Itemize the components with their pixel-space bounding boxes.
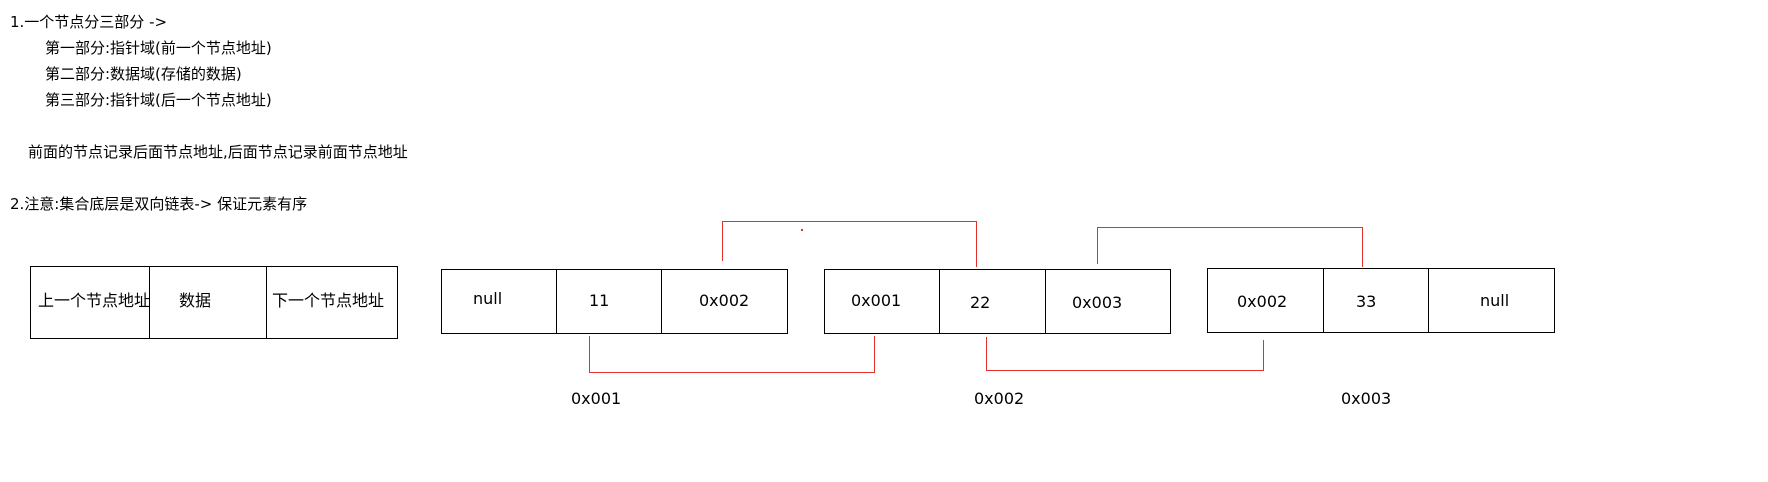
node-1: null 11 0x002 — [441, 269, 788, 334]
node-2-next: 0x003 — [1072, 293, 1123, 312]
note-part-3: 第三部分:指针域(后一个节点地址) — [45, 91, 272, 109]
node-2-address: 0x002 — [974, 389, 1025, 408]
note-explain: 前面的节点记录后面节点地址,后面节点记录前面节点地址 — [28, 143, 408, 161]
node-1-prev-cell: null — [442, 270, 556, 333]
node-1-data: 11 — [589, 291, 610, 310]
legend-data-label: 数据 — [179, 291, 212, 310]
node-3-prev: 0x002 — [1237, 292, 1288, 311]
legend-next-cell: 下一个节点地址 — [266, 267, 397, 338]
node-1-address: 0x001 — [571, 389, 622, 408]
legend-next-label: 下一个节点地址 — [272, 291, 385, 310]
legend-node-box: 上一个节点地址 数据 下一个节点地址 — [30, 266, 398, 339]
node-2: 0x001 22 0x003 — [824, 269, 1171, 334]
node-2-prev-cell: 0x001 — [825, 270, 939, 333]
node-3-next: null — [1480, 291, 1510, 310]
legend-prev-label: 上一个节点地址 — [38, 291, 151, 310]
node-1-next-cell: 0x002 — [661, 270, 787, 333]
node-3-data-cell: 33 — [1323, 269, 1428, 332]
node-2-data: 22 — [970, 293, 991, 312]
node-2-data-cell: 22 — [939, 270, 1045, 333]
node-3-next-cell: null — [1428, 269, 1554, 332]
node-3-address: 0x003 — [1341, 389, 1392, 408]
note-line-2: 2.注意:集合底层是双向链表-> 保证元素有序 — [10, 195, 308, 213]
node-1-next: 0x002 — [699, 291, 750, 310]
node-3-data: 33 — [1356, 292, 1377, 311]
node-3: 0x002 33 null — [1207, 268, 1555, 333]
node-3-prev-cell: 0x002 — [1208, 269, 1323, 332]
note-part-1: 第一部分:指针域(前一个节点地址) — [45, 39, 272, 57]
legend-prev-cell: 上一个节点地址 — [31, 267, 151, 338]
node-2-prev: 0x001 — [851, 291, 902, 310]
note-part-2: 第二部分:数据域(存储的数据) — [45, 65, 242, 83]
node-2-next-cell: 0x003 — [1045, 270, 1170, 333]
legend-data-cell: 数据 — [149, 267, 266, 338]
note-line-1: 1.一个节点分三部分 -> — [10, 13, 168, 31]
node-1-data-cell: 11 — [556, 270, 661, 333]
node-1-prev: null — [473, 289, 503, 308]
